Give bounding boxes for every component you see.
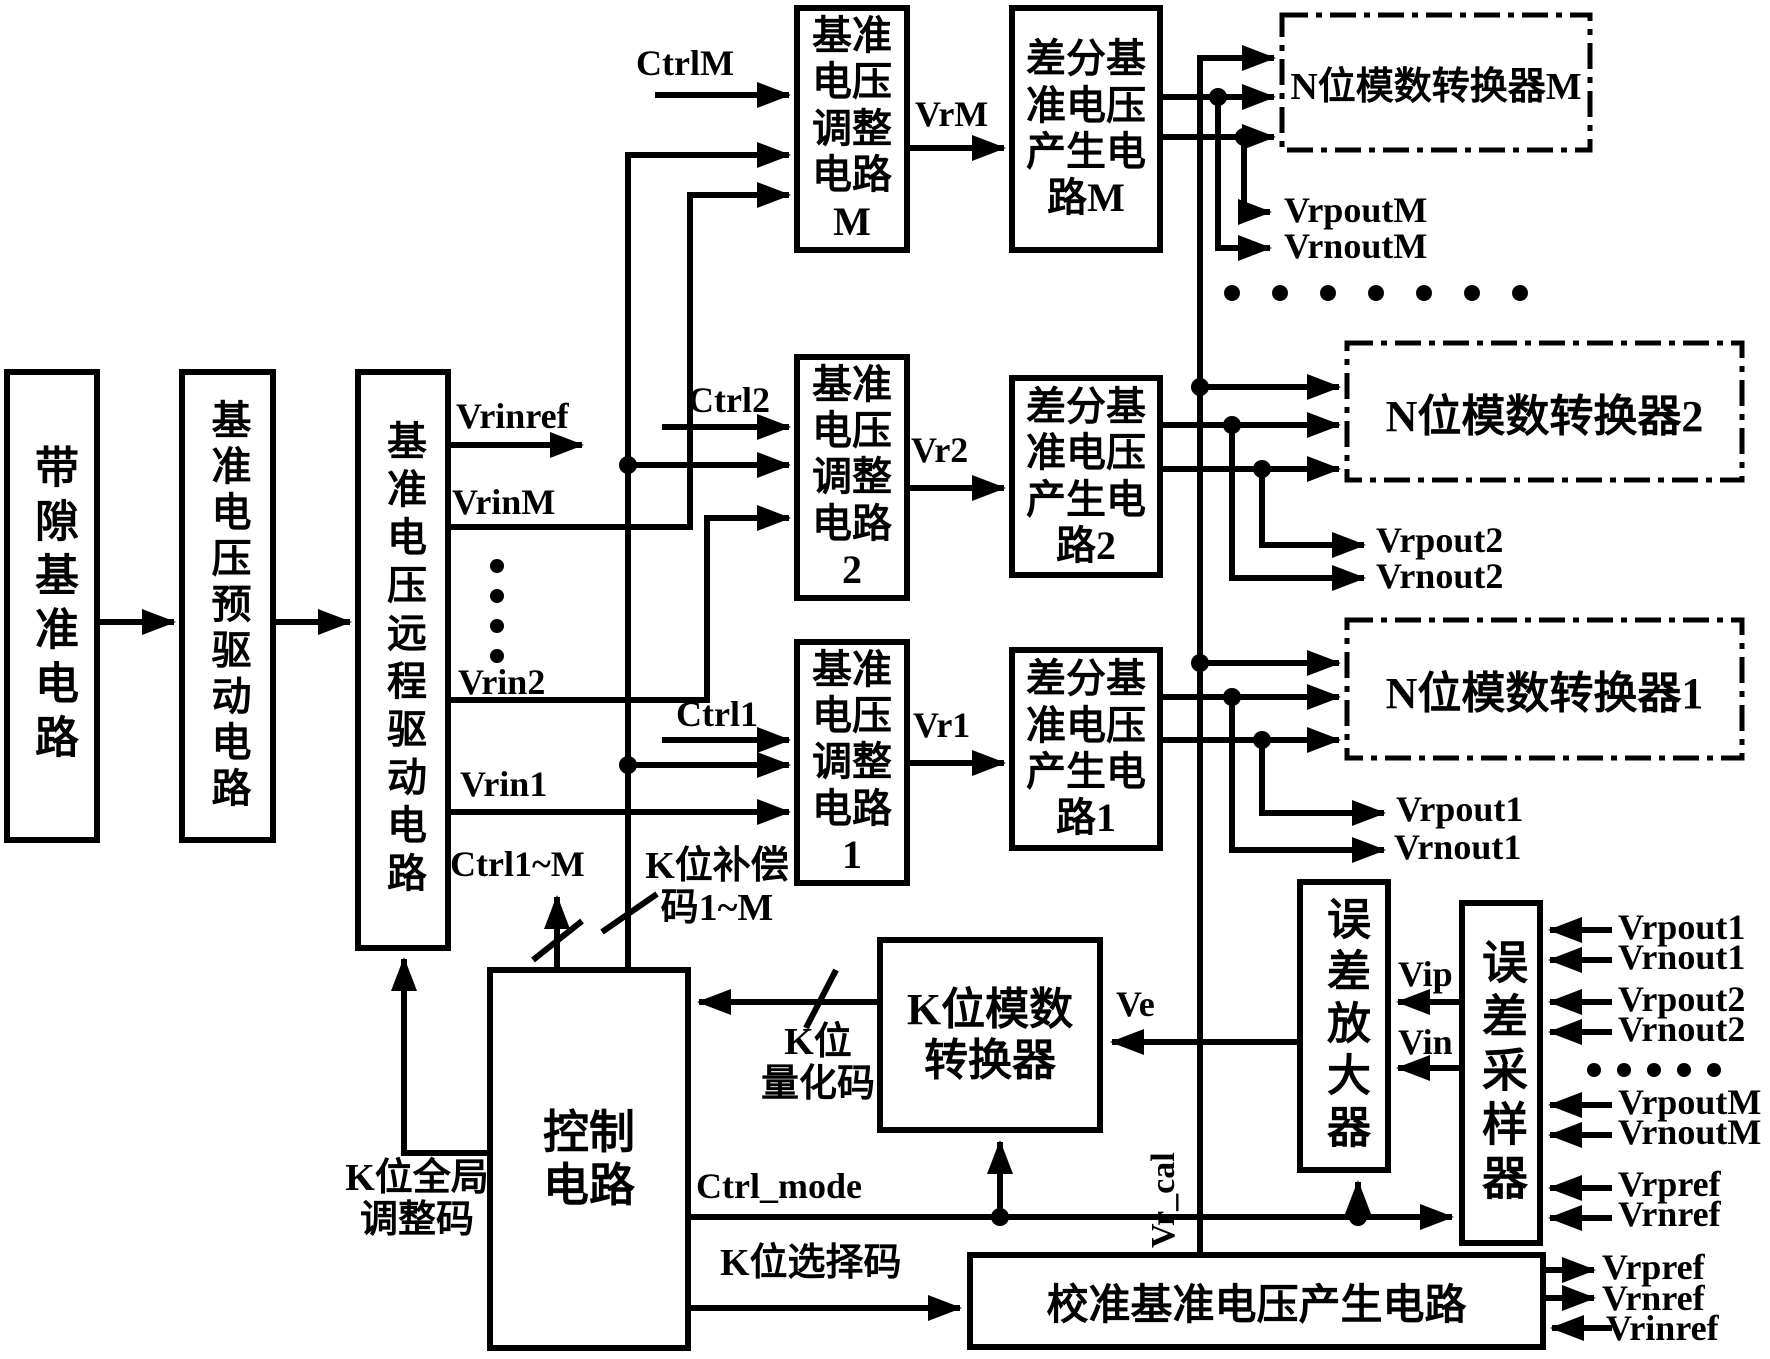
ctrl1-label: Ctrl1 <box>676 694 758 734</box>
wire-vrpout1 <box>1259 740 1386 826</box>
wire-vrnout1 <box>1229 697 1386 863</box>
bus-slash-marks <box>531 891 839 1030</box>
adc-1-box <box>1344 617 1745 761</box>
error-amp-block-label: 误差放大器 <box>1320 896 1369 1156</box>
signal-wires <box>97 45 1612 1341</box>
ve-label: Ve <box>1116 984 1155 1024</box>
adjust-m-box <box>794 5 910 253</box>
vrpoutm-label: VrpoutM <box>1284 190 1428 230</box>
slash-comp-code <box>600 891 659 935</box>
diff-m-box <box>1009 5 1163 253</box>
sampler-in-vrpout2-label: Vrpout2 <box>1618 979 1746 1019</box>
sampler-in-vrnoutm-label: VrnoutM <box>1618 1112 1762 1152</box>
adjust-2-block-label: 基准电压调整电路2 <box>812 361 892 593</box>
adjust-m-block-label: 基准电压调整电路M <box>812 13 892 244</box>
vrnout1-label: Vrnout1 <box>1394 827 1522 867</box>
junction-dots <box>619 88 1367 1226</box>
k-adc-block-label: K位模数转换器 <box>906 984 1074 1085</box>
cal-in-vrinref-label: Vrinref <box>1606 1308 1719 1348</box>
wire-vrin2 <box>448 505 791 703</box>
adjust-1-block-label: 基准电压调整电路1 <box>812 646 892 878</box>
bandgap-box <box>4 369 100 843</box>
diff-2-box <box>1009 375 1163 578</box>
ctrl2-label: Ctrl2 <box>688 380 770 420</box>
block-outlines <box>4 5 1745 1351</box>
ellipsis-dots-sampler-row <box>1587 1063 1721 1077</box>
adc-m-block-label: N位模数转换器M <box>1290 66 1582 108</box>
adc-m-box <box>1279 12 1593 153</box>
slash-quant-code <box>803 968 839 1030</box>
sampler-in-vrpout1-label: Vrpout1 <box>1618 907 1746 947</box>
sampler-in-vrpoutm-label: VrpoutM <box>1618 1082 1762 1122</box>
cal-out-vrnref-label: Vrnref <box>1602 1278 1705 1318</box>
k-adc-box <box>877 937 1103 1133</box>
global-adjust-code-label: K位全局调整码 <box>345 1157 489 1241</box>
pre-driver-box <box>179 369 276 843</box>
vrin2-label: Vrin2 <box>458 662 546 702</box>
wire-vrnoutm <box>1215 97 1272 261</box>
select-code-label: K位选择码 <box>720 1242 902 1284</box>
ellipsis-dots-vertical <box>490 559 504 663</box>
bandgap-block-label: 带隙基准电路 <box>28 444 77 768</box>
wire-global-adjust-code <box>391 957 490 1156</box>
comp-code-label: K位补偿码1~M <box>645 845 789 929</box>
wire-comp-code-bus <box>625 142 791 967</box>
sampler-in-vrpref-label: Vrpref <box>1618 1164 1721 1204</box>
wire-vrinm <box>448 182 791 530</box>
remote-driver-block-label: 基准电压远程驱动电路 <box>381 420 426 900</box>
diff-2-block-label: 差分基准电压产生电路2 <box>1026 383 1146 568</box>
vrnout2-label: Vrnout2 <box>1376 556 1504 596</box>
vrnoutm-label: VrnoutM <box>1284 226 1428 266</box>
vr1-label: Vr1 <box>913 705 971 745</box>
sampler-in-vrnref-label: Vrnref <box>1618 1194 1721 1234</box>
sampler-in-vrnout1-label: Vrnout1 <box>1618 937 1746 977</box>
vin-label: Vin <box>1398 1022 1453 1062</box>
vrpout2-label: Vrpout2 <box>1376 520 1504 560</box>
vrin1-label: Vrin1 <box>460 764 548 804</box>
adjust-2-box <box>794 354 910 601</box>
adc-2-box <box>1344 340 1745 483</box>
error-amp-box <box>1297 879 1391 1173</box>
wire-vrcal-bus <box>1197 45 1276 1252</box>
adc-1-block-label: N位模数转换器1 <box>1385 669 1704 718</box>
diff-1-box <box>1009 647 1163 851</box>
cal-out-vrpref-label: Vrpref <box>1602 1247 1705 1287</box>
pre-driver-block-label: 基准电压预驱动电路 <box>205 399 251 813</box>
ctrl-mode-label: Ctrl_mode <box>696 1166 862 1206</box>
error-sampler-block-label: 误差采样器 <box>1476 938 1527 1208</box>
diff-1-block-label: 差分基准电压产生电路1 <box>1026 656 1146 841</box>
control-block-label: 控制电路 <box>543 1106 635 1211</box>
vr2-label: Vr2 <box>911 430 969 470</box>
ctrl1m-label: Ctrl1~M <box>450 844 585 884</box>
vrinm-label: VrinM <box>452 482 556 522</box>
remote-driver-box <box>355 369 451 951</box>
adc-2-block-label: N位模数转换器2 <box>1385 391 1704 441</box>
vrm-label: VrM <box>915 94 989 134</box>
wire-vrpout2 <box>1259 469 1366 558</box>
slash-ctrl1m <box>531 918 584 963</box>
error-sampler-box <box>1459 900 1543 1246</box>
vr-cal-label: Vr_cal <box>1145 1152 1182 1248</box>
wire-vrnout2 <box>1229 425 1366 591</box>
vip-label: Vip <box>1398 954 1453 994</box>
vrpout1-label: Vrpout1 <box>1396 789 1524 829</box>
ctrlm-label: CtrlM <box>636 43 734 83</box>
wire-vrpoutm <box>1238 137 1272 225</box>
cal-ref-gen-block-label: 校准基准电压产生电路 <box>1046 1282 1467 1329</box>
diff-m-block-label: 差分基准电压产生电路M <box>1026 36 1146 221</box>
quant-code-label: K位量化码 <box>760 1021 875 1105</box>
control-box <box>487 967 691 1351</box>
vrinref-label: Vrinref <box>456 396 569 436</box>
ellipsis-dots-adc-row <box>1224 285 1528 301</box>
sampler-in-vrnout2-label: Vrnout2 <box>1618 1009 1746 1049</box>
